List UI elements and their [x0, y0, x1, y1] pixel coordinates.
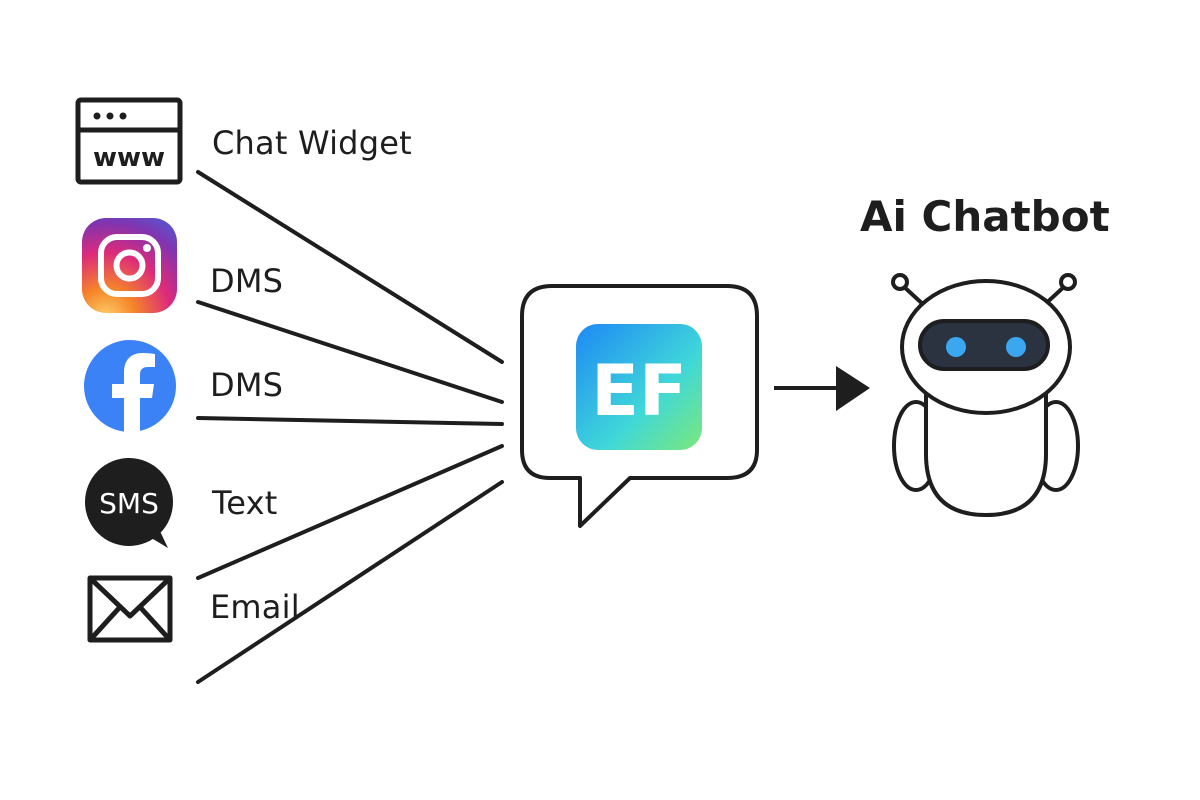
- connector-line: [196, 416, 504, 426]
- connector-line: [196, 300, 504, 404]
- hub-speech-bubble: EF: [520, 284, 759, 528]
- browser-www-icon: www: [75, 97, 183, 185]
- channel-label-email: Email: [210, 588, 300, 626]
- ef-logo-text: EF: [591, 350, 687, 432]
- sms-bubble-icon: SMS: [85, 458, 173, 548]
- browser-www-text: www: [93, 143, 165, 173]
- channel-label-chat-widget: Chat Widget: [212, 124, 412, 162]
- sms-icon-text: SMS: [99, 487, 159, 520]
- connector-line: [196, 170, 504, 364]
- connector-line: [196, 480, 504, 684]
- connector-line: [196, 444, 504, 580]
- robot-icon: [891, 273, 1080, 518]
- channel-label-instagram-dms: DMS: [210, 262, 284, 300]
- instagram-icon: [82, 218, 177, 313]
- connector-lines: [196, 170, 504, 684]
- channel-label-facebook-dms: DMS: [210, 366, 284, 404]
- arrow-right-icon: [774, 366, 870, 411]
- ef-logo-icon: EF: [576, 324, 702, 450]
- channel-label-text: Text: [212, 484, 278, 522]
- facebook-icon: [84, 340, 176, 432]
- envelope-icon: [87, 575, 173, 643]
- ai-chatbot-title: Ai Chatbot: [860, 192, 1110, 241]
